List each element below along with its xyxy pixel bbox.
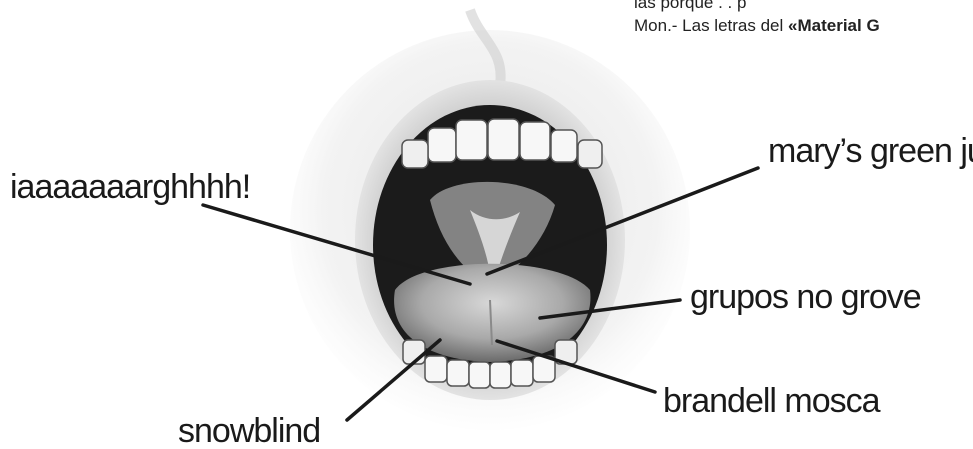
clipped-line-1: las porque . . p	[634, 0, 746, 12]
clipped-caption: las porque . . p Mon.- Las letras del «M…	[634, 0, 880, 35]
clipped-line-2: Mon.- Las letras del «Material G	[634, 16, 880, 35]
label-iaaaa: iaaaaaaarghhhh!	[10, 168, 250, 206]
label-brandell-mosca: brandell mosca	[663, 382, 881, 420]
label-snowblind: snowblind	[178, 412, 320, 449]
label-grupos-no-grove: grupos no grove	[690, 278, 921, 316]
label-marys-green-jungle: mary’s green jungle	[768, 132, 973, 170]
